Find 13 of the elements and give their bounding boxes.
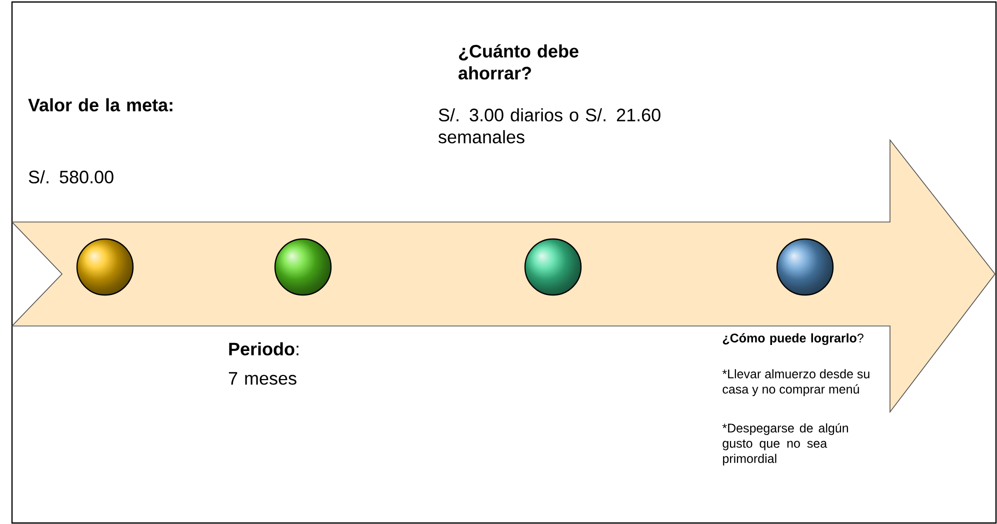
- milestone-text: *Llevar almuerzo desde su casa y no comprar menú: [722, 369, 870, 396]
- milestone-text: Valor de la meta:: [28, 98, 172, 112]
- milestone-text: ¿Cuánto debe ahorrar?: [458, 44, 578, 80]
- bead-marker: [76, 238, 134, 296]
- milestone-text: ¿Cómo puede lograrlo?: [722, 333, 864, 345]
- milestone-text: 7 meses: [228, 372, 296, 385]
- bead-marker: [274, 238, 332, 296]
- milestone-text: S/. 3.00 diarios o S/. 21.60 semanales: [438, 108, 660, 144]
- bead-marker: [776, 238, 834, 296]
- milestone-text: Periodo:: [229, 342, 298, 356]
- bead-marker: [524, 238, 582, 296]
- milestone-text: S/. 580.00: [28, 170, 114, 184]
- milestone-text: *Despegarse de algún gusto que no sea primordial: [722, 423, 848, 466]
